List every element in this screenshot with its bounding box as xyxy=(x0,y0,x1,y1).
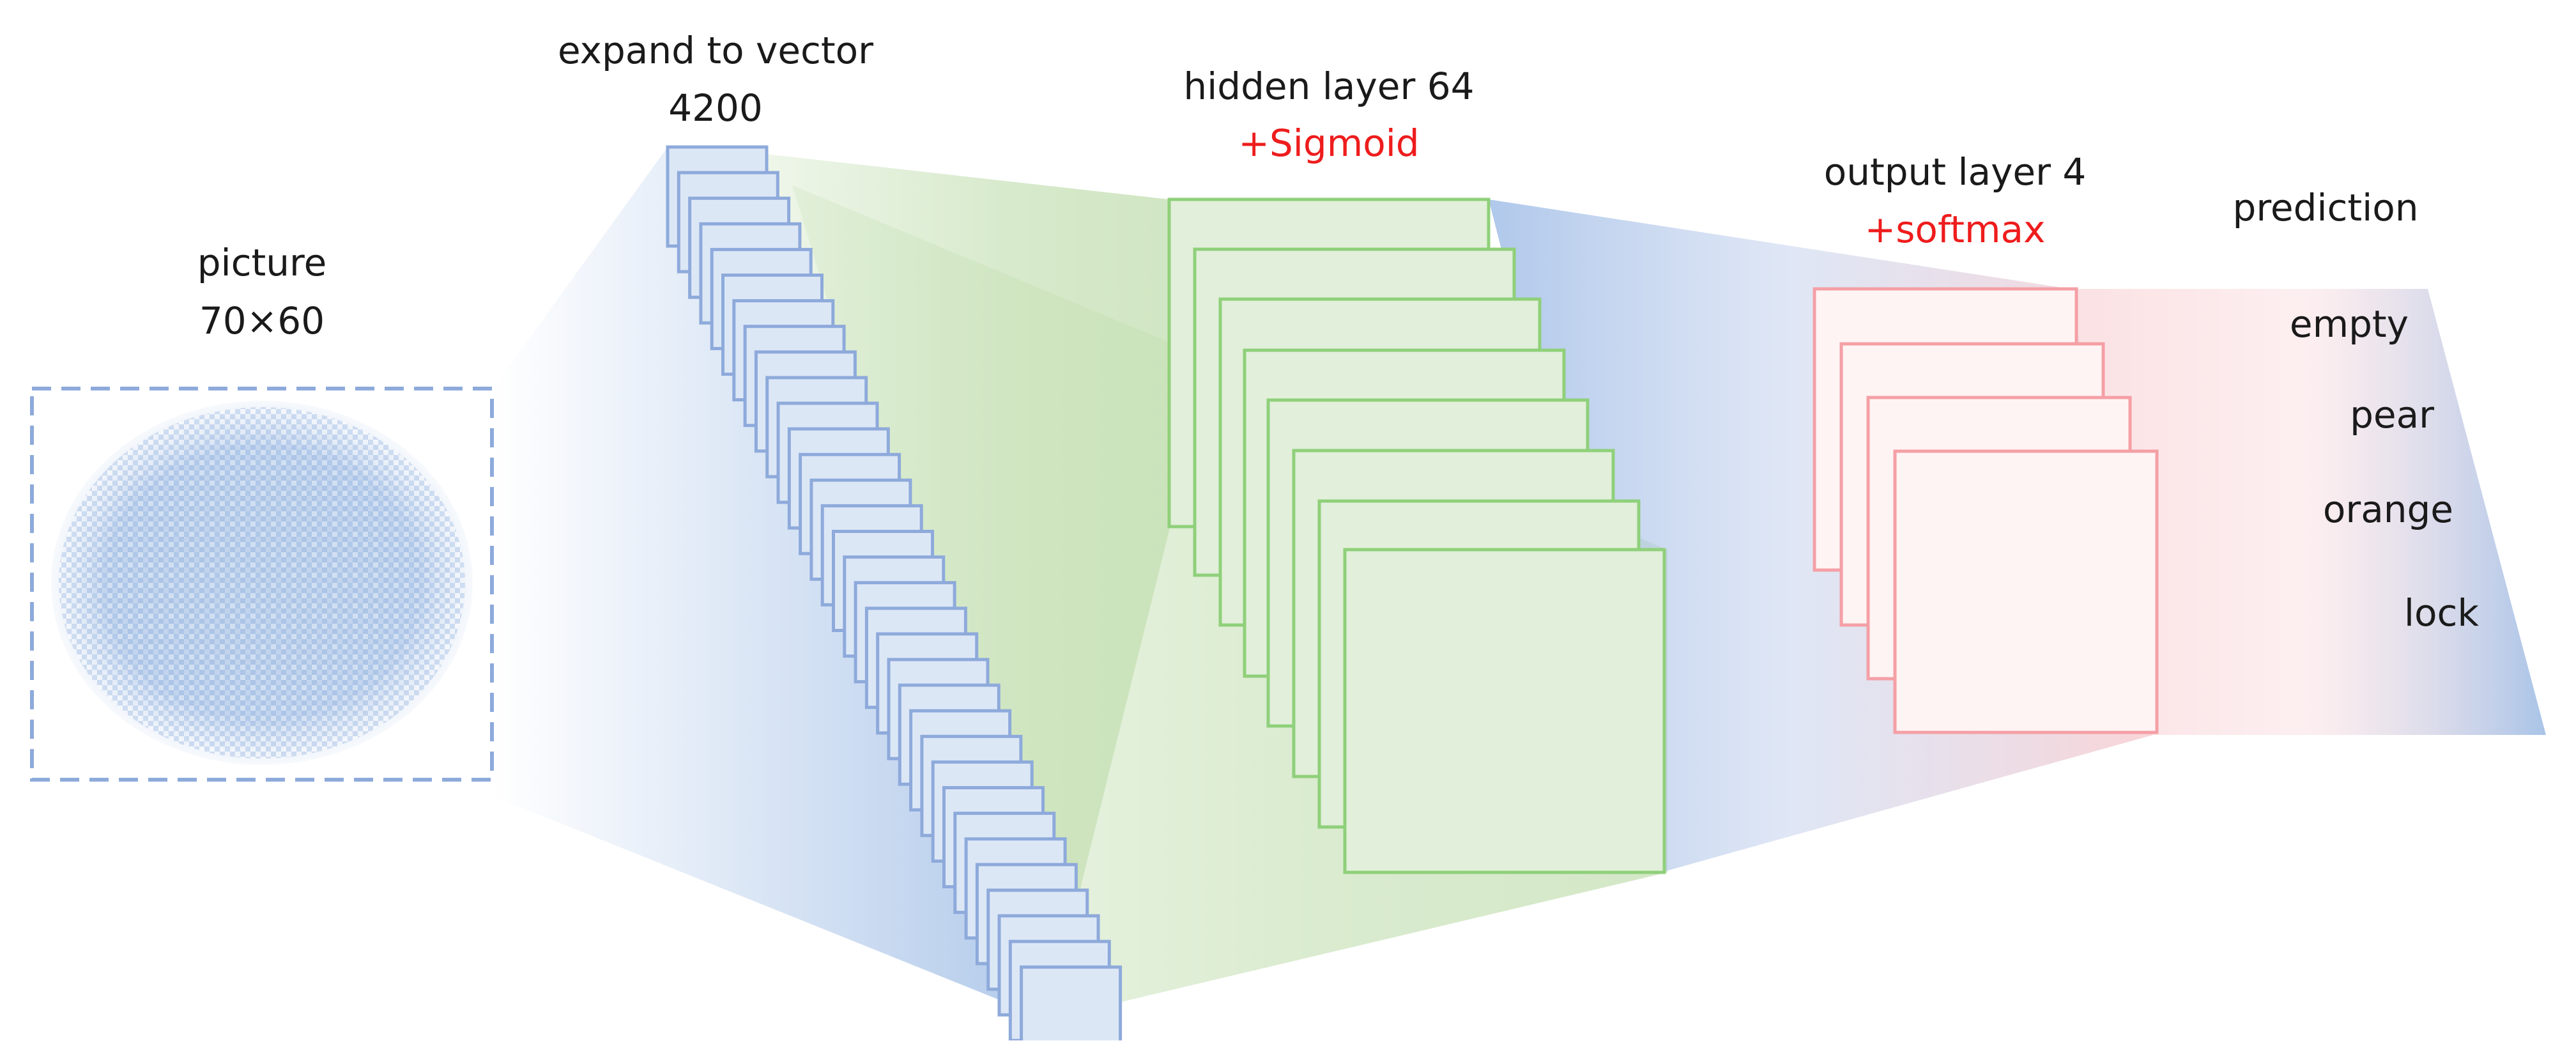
output-activation: +softmax xyxy=(1864,208,2046,251)
hidden-layer-stack xyxy=(1167,197,1666,874)
picture-title: picture xyxy=(197,241,327,284)
class-label-orange: orange xyxy=(2322,488,2453,531)
output-layer-card xyxy=(1893,449,2159,734)
hidden-title: hidden layer 64 xyxy=(1183,65,1475,108)
class-label-empty: empty xyxy=(2289,302,2409,346)
picture-to-vector-fan xyxy=(492,147,1048,1019)
output-to-prediction-fan xyxy=(2070,289,2546,735)
hidden-layer-card xyxy=(1343,548,1666,874)
class-label-pear: pear xyxy=(2350,393,2434,437)
expand-title: expand to vector xyxy=(558,29,873,72)
input-picture xyxy=(30,387,494,782)
output-layer-stack xyxy=(1813,287,2159,734)
expand-size: 4200 xyxy=(668,86,763,130)
class-label-lock: lock xyxy=(2404,591,2479,635)
vector-stack xyxy=(666,145,1123,1043)
vector-cell xyxy=(1020,965,1123,1043)
prediction-title: prediction xyxy=(2232,186,2419,229)
picture-size: 70×60 xyxy=(199,299,325,343)
output-title: output layer 4 xyxy=(1823,150,2087,194)
hidden-activation: +Sigmoid xyxy=(1238,121,1420,165)
